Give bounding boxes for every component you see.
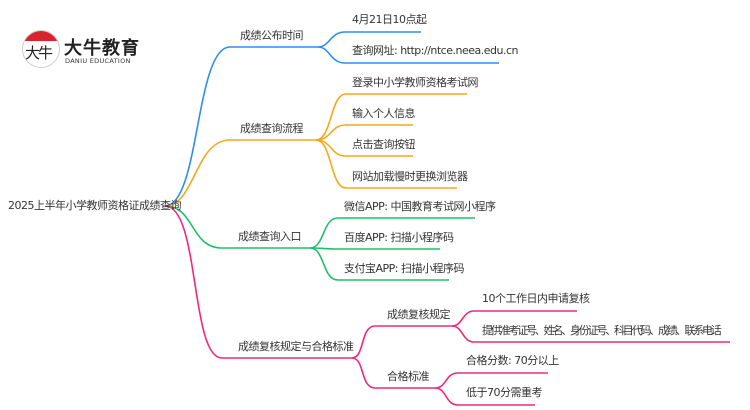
connector-3-1 xyxy=(309,217,475,249)
connector-3-2 xyxy=(309,247,440,250)
subbranch-item: 低于70分需重考 xyxy=(466,386,543,399)
branch-1-label: 成绩公布时间 xyxy=(240,29,304,42)
connector-4-1-2 xyxy=(451,325,730,343)
branch-1-item: 查询网址: http://ntce.neea.edu.cn xyxy=(352,44,518,57)
subbranch-item: 10个工作日内申请复核 xyxy=(482,292,590,305)
root-topic: 2025上半年小学教师资格证成绩查询 xyxy=(8,199,182,212)
logo-badge: 大牛 xyxy=(22,30,60,68)
connector-3-3 xyxy=(309,247,449,281)
branch-2-item: 点击查询按钮 xyxy=(352,138,416,151)
logo-mark: 大牛 xyxy=(25,44,53,62)
connector-2-4 xyxy=(315,139,457,189)
branch-2-item: 输入个人信息 xyxy=(352,107,416,120)
branch-2-item: 登录中小学教师资格考试网 xyxy=(352,76,479,89)
connector-branch-1 xyxy=(164,46,318,207)
connector-4-2 xyxy=(351,357,435,389)
branch-3-item: 微信APP: 中国教育考试网小程序 xyxy=(344,200,496,213)
branch-4-label: 成绩复核规定与合格标准 xyxy=(238,340,354,353)
subbranch-item: 提供准考证号、姓名、身份证号、科目代码、成绩、联系电话 xyxy=(482,324,722,337)
logo: 大牛 大牛教育 DANIU EDUCATION xyxy=(22,28,142,72)
logo-name: 大牛教育 xyxy=(64,38,140,59)
connector-branch-2 xyxy=(164,139,316,207)
connector-4-2-1 xyxy=(434,372,548,389)
connector-1-1 xyxy=(317,31,421,48)
connector-branch-4 xyxy=(164,205,352,359)
branch-2-label: 成绩查询流程 xyxy=(240,122,304,135)
branch-3-item: 支付宝APP: 扫描小程序码 xyxy=(344,262,465,275)
connector-1-2 xyxy=(317,46,499,64)
branch-1-item: 4月21日10点起 xyxy=(352,13,427,26)
subbranch-label: 成绩复核规定 xyxy=(387,308,451,321)
connector-4-1 xyxy=(351,325,452,359)
connector-branch-3 xyxy=(164,205,310,249)
branch-3-label: 成绩查询入口 xyxy=(238,230,302,243)
connector-2-2 xyxy=(315,124,413,141)
branch-3-item: 百度APP: 扫描小程序码 xyxy=(344,231,454,244)
branch-2-item: 网站加载慢时更换浏览器 xyxy=(352,170,468,183)
logo-subtitle: DANIU EDUCATION xyxy=(65,57,131,65)
connector-2-1 xyxy=(315,93,467,141)
subbranch-label: 合格标准 xyxy=(387,370,430,383)
subbranch-item: 合格分数: 70分以上 xyxy=(466,354,559,367)
connector-4-1-1 xyxy=(451,310,577,327)
connector-4-2-2 xyxy=(434,387,535,406)
